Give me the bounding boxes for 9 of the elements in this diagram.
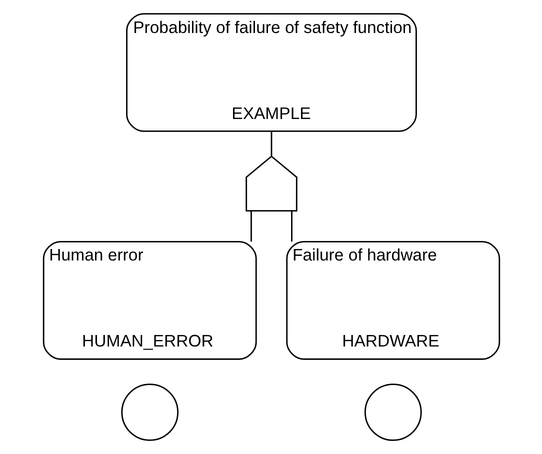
connector (250, 211, 252, 242)
connector (270, 131, 272, 156)
node-circle (120, 384, 178, 441)
node-box: Human error HUMAN_ERROR (42, 240, 256, 360)
node-box: Failure of hardware HARDWARE (286, 240, 500, 360)
connector (290, 211, 292, 242)
node-gate (245, 155, 297, 212)
node-box: Probability of failure of safety function EXAMPLE (126, 13, 416, 132)
node-circle (364, 384, 422, 441)
